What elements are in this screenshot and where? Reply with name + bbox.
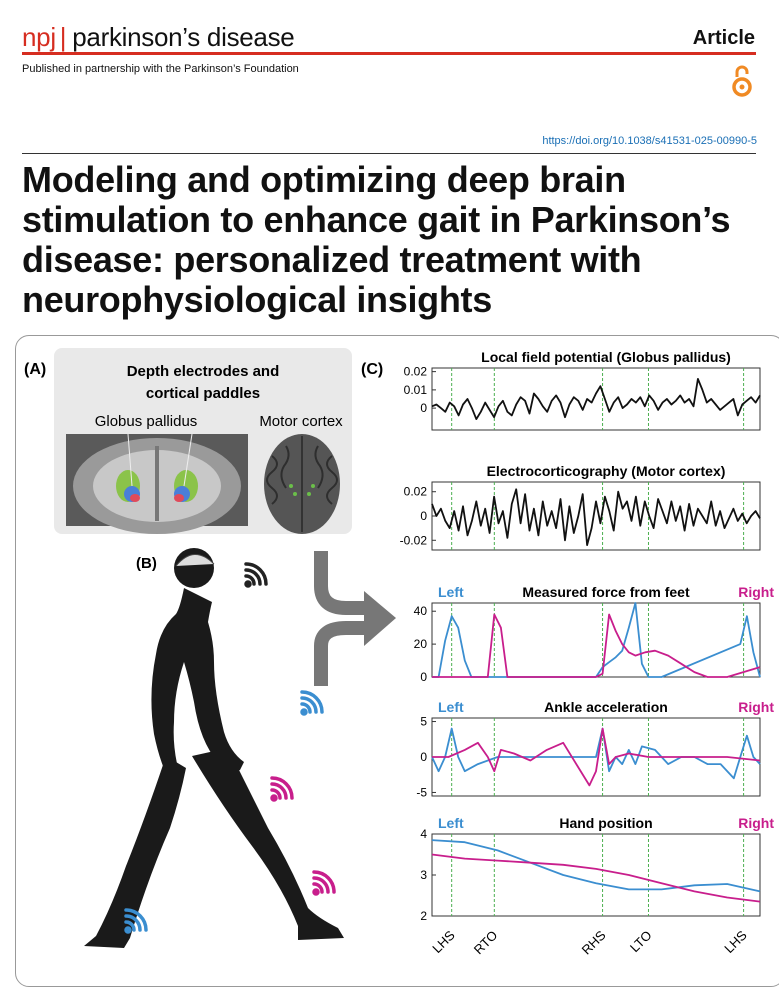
y-tick-label: 0 xyxy=(420,670,427,684)
chart-title: Hand position xyxy=(559,815,652,831)
chart-frame xyxy=(431,367,761,431)
y-tick-label: 3 xyxy=(420,868,427,882)
legend-left: Left xyxy=(438,699,464,715)
legend-left: Left xyxy=(438,584,464,600)
motor-cortex-label: Motor cortex xyxy=(259,413,343,430)
title-line: neurophysiological insights xyxy=(22,279,492,320)
chart-panel: Local field potential (Globus pallidus) 0… xyxy=(404,349,761,431)
wireless-signal-icon xyxy=(244,562,268,588)
wireless-signal-icon xyxy=(124,908,148,934)
y-tick-label: 0 xyxy=(420,509,427,523)
chart-panel: Hand position Left Right 4 3 2 xyxy=(420,815,774,923)
y-tick-label: 0 xyxy=(420,401,427,415)
y-tick-label: -5 xyxy=(416,785,427,799)
wireless-signal-icon xyxy=(312,870,336,896)
series-line xyxy=(431,378,761,420)
y-tick-label: 40 xyxy=(414,604,428,618)
y-tick-label: -0.02 xyxy=(400,533,428,547)
y-tick-label: 0.02 xyxy=(404,485,428,499)
article-type: Article xyxy=(692,27,755,49)
panel-a: (A) Depth electrodes and cortical paddle… xyxy=(24,348,352,534)
legend-right: Right xyxy=(738,584,774,600)
y-tick-label: 4 xyxy=(420,827,427,841)
legend-right: Right xyxy=(738,815,774,831)
legend-left: Left xyxy=(438,815,464,831)
series-line xyxy=(432,602,761,678)
journal-prefix: npj xyxy=(22,22,56,52)
panel-b-label: (B) xyxy=(136,555,157,572)
x-event-label: LHS xyxy=(721,927,750,956)
journal-separator: | xyxy=(59,22,67,52)
title-rule xyxy=(22,153,756,154)
chart-frame xyxy=(431,602,761,678)
y-tick-label: 0.02 xyxy=(404,365,428,379)
x-event-label: LTO xyxy=(627,928,655,956)
x-event-label: RTO xyxy=(471,928,501,958)
panel-a-title: Depth electrodes and xyxy=(127,363,280,380)
y-tick-label: 2 xyxy=(420,909,427,923)
walking-figure-illustration xyxy=(84,548,344,948)
brain-slice-image xyxy=(66,433,248,534)
journal-logo[interactable]: npj|parkinson’s disease xyxy=(22,22,295,53)
legend-right: Right xyxy=(738,699,774,715)
chart-title: Electrocorticography (Motor cortex) xyxy=(487,463,726,479)
wireless-signal-icon xyxy=(270,776,294,802)
series-line xyxy=(431,488,761,547)
doi-link[interactable]: https://doi.org/10.1038/s41531-025-00990… xyxy=(542,135,757,147)
series-line xyxy=(431,853,761,903)
graphical-abstract-figure: (A) Depth electrodes and cortical paddle… xyxy=(15,335,779,987)
chart-panel: Ankle acceleration Left Right 5 0 -5 xyxy=(416,699,774,799)
chart-title: Measured force from feet xyxy=(522,584,690,600)
series-line xyxy=(431,839,761,893)
panel-b: (B) xyxy=(84,548,344,948)
x-event-label: RHS xyxy=(579,927,609,957)
panel-c-charts: Local field potential (Globus pallidus) 0… xyxy=(400,349,775,958)
title-line: Modeling and optimizing deep brain xyxy=(22,159,626,200)
chart-title: Ankle acceleration xyxy=(544,699,668,715)
panel-a-subtitle: cortical paddles xyxy=(146,385,260,402)
series-line xyxy=(432,727,761,787)
y-tick-label: 0.01 xyxy=(404,383,428,397)
globus-pallidus-label: Globus pallidus xyxy=(95,413,198,430)
panel-c-label: (C) xyxy=(361,361,383,378)
wireless-signal-icon xyxy=(300,690,324,716)
panel-a-label: (A) xyxy=(24,361,46,378)
chart-panel: Measured force from feet Left Right 40 20 0 xyxy=(414,584,775,684)
cortex-image xyxy=(264,434,340,534)
y-tick-label: 5 xyxy=(420,715,427,729)
series-line xyxy=(431,727,761,780)
partnership-text: Published in partnership with the Parkin… xyxy=(22,63,299,75)
article-title: Modeling and optimizing deep brain stimu… xyxy=(22,160,772,320)
chart-frame xyxy=(431,481,761,551)
y-tick-label: 0 xyxy=(420,750,427,764)
title-line: disease: personalized treatment with xyxy=(22,239,642,280)
chart-title: Local field potential (Globus pallidus) xyxy=(481,349,731,365)
y-tick-label: 20 xyxy=(414,637,428,651)
header-rule xyxy=(22,52,756,55)
merge-arrow-icon xyxy=(314,551,396,686)
chart-panel: Electrocorticography (Motor cortex) 0.02 0… xyxy=(400,463,761,551)
journal-name: parkinson’s disease xyxy=(72,22,295,52)
series-line xyxy=(432,613,761,678)
title-line: stimulation to enhance gait in Parkinson… xyxy=(22,199,731,240)
x-event-label: LHS xyxy=(429,927,458,956)
open-access-lock-icon[interactable] xyxy=(730,63,754,99)
